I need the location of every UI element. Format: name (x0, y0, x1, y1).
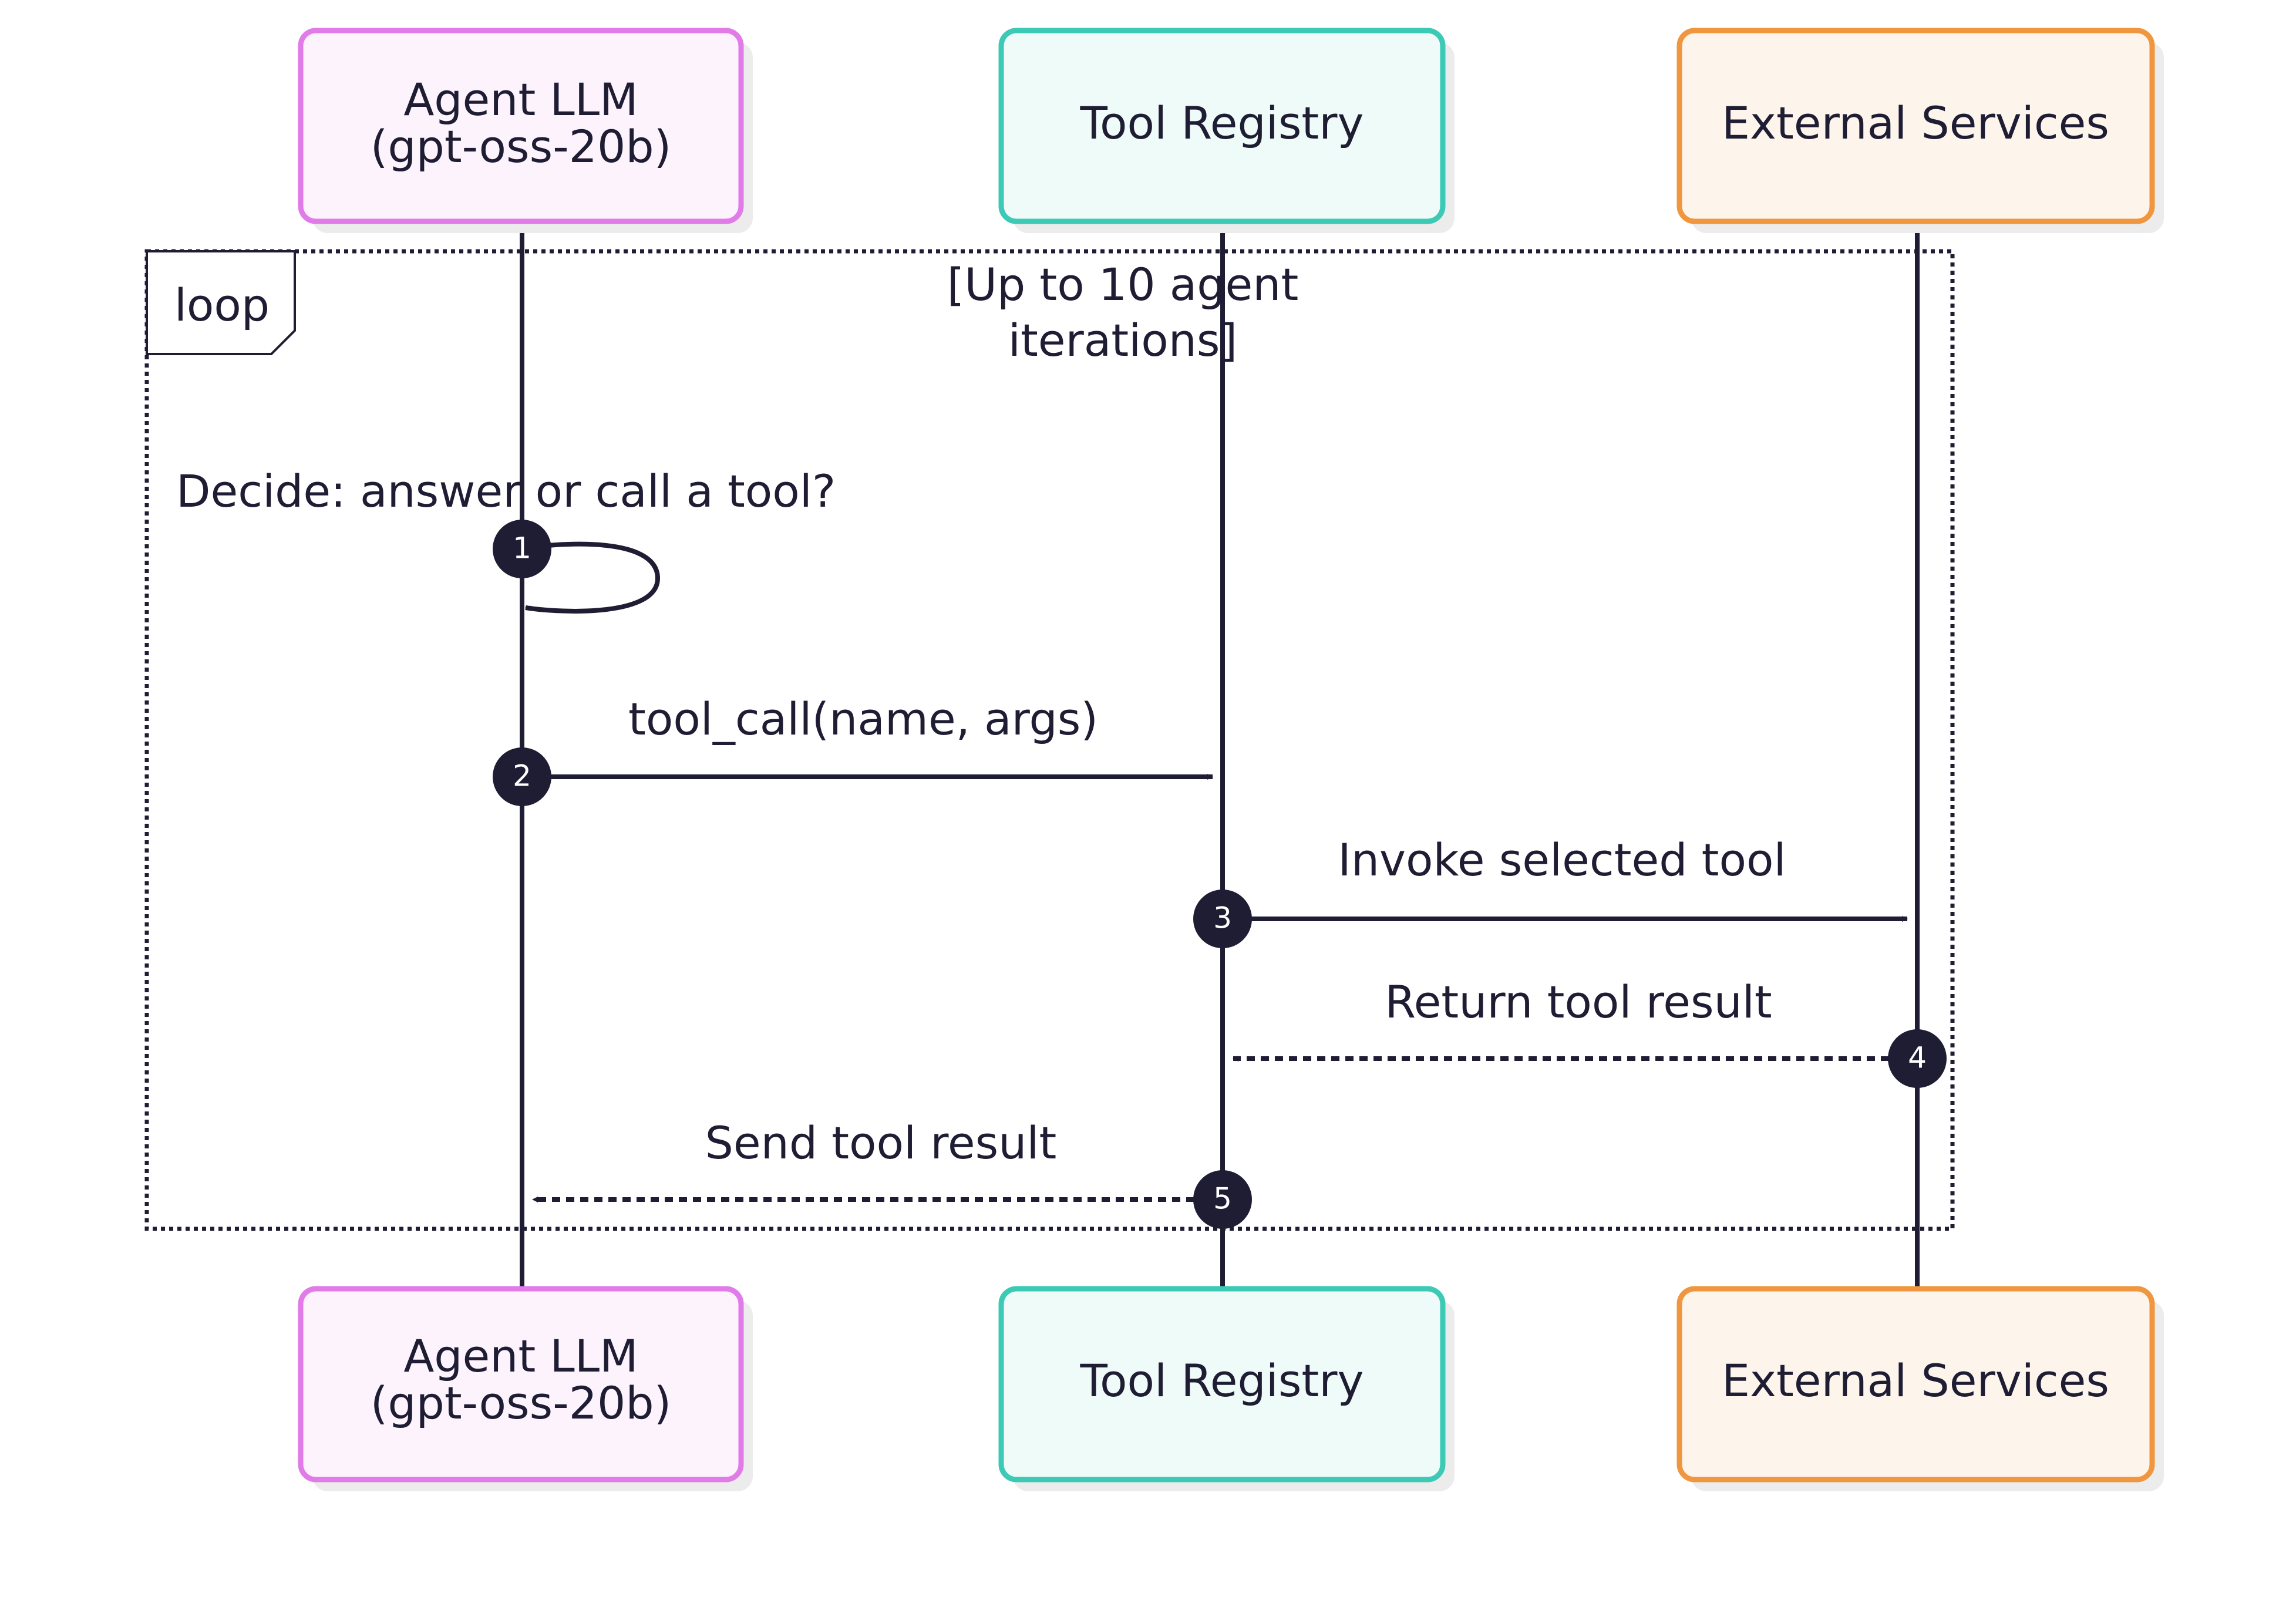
loop-label: loop (174, 279, 270, 331)
sequence-badge-5: 5 (1193, 1170, 1252, 1229)
sequence-badge-1: 1 (493, 520, 551, 578)
svg-text:4: 4 (1908, 1041, 1927, 1075)
sequence-badge-2: 2 (493, 747, 551, 806)
svg-text:5: 5 (1213, 1182, 1232, 1216)
message-3-label: Invoke selected tool (1338, 834, 1786, 886)
message-5-label: Send tool result (705, 1117, 1057, 1169)
svg-text:External Services: External Services (1722, 1355, 2109, 1407)
participant-registry-bottom: Tool Registry (998, 1286, 1455, 1491)
message-4-label: Return tool result (1385, 976, 1772, 1028)
svg-text:2: 2 (513, 759, 531, 793)
svg-text:Tool Registry: Tool Registry (1080, 1355, 1364, 1407)
participant-agent-bottom: Agent LLM (gpt-oss-20b) (298, 1286, 753, 1491)
svg-text:3: 3 (1213, 901, 1232, 935)
svg-text:External Services: External Services (1722, 97, 2109, 149)
svg-text:Agent LLM: Agent LLM (403, 1330, 638, 1382)
sequence-badge-3: 3 (1193, 890, 1252, 948)
participant-agent-top: Agent LLM (gpt-oss-20b) (298, 28, 753, 233)
participant-external-bottom: External Services (1676, 1286, 2164, 1491)
loop-label-tab (146, 250, 296, 355)
svg-text:(gpt-oss-20b): (gpt-oss-20b) (371, 120, 671, 173)
self-call-arrow (521, 541, 661, 614)
svg-text:Agent LLM: Agent LLM (403, 73, 638, 126)
loop-frame (144, 249, 1955, 1231)
message-2-label: tool_call(name, args) (628, 693, 1098, 745)
svg-text:Tool Registry: Tool Registry (1080, 97, 1364, 149)
loop-condition-line1: [Up to 10 agent (947, 258, 1299, 311)
loop-condition-line2: iterations] (1008, 314, 1237, 366)
message-1-label: Decide: answer or call a tool? (176, 465, 836, 517)
sequence-badge-4: 4 (1888, 1029, 1947, 1088)
participant-external-top: External Services (1676, 28, 2164, 233)
svg-text:(gpt-oss-20b): (gpt-oss-20b) (371, 1377, 671, 1429)
participant-registry-top: Tool Registry (998, 28, 1455, 233)
svg-text:1: 1 (513, 531, 531, 565)
